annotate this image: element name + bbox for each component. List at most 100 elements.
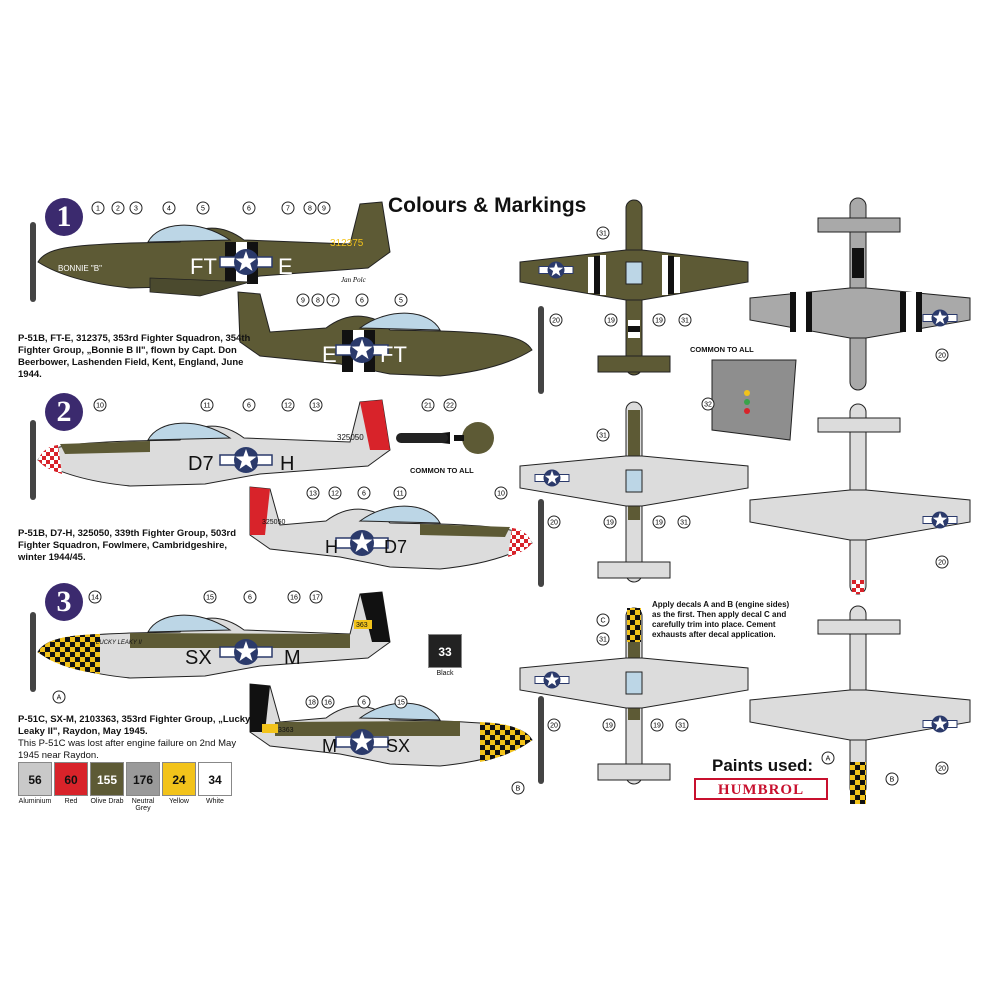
tail-detail xyxy=(711,359,797,441)
svg-text:11: 11 xyxy=(203,403,210,410)
svg-text:A: A xyxy=(826,756,831,763)
s2-opp-serial: 325050 xyxy=(262,519,285,526)
callouts-s1-opp: 9 8 7 6 5 xyxy=(296,293,408,307)
svg-text:32: 32 xyxy=(704,402,712,409)
scheme-3-description-extra: This P-51C was lost after engine failure… xyxy=(18,738,237,761)
callouts-s2-side: 10 11 6 12 13 xyxy=(93,398,323,412)
svg-text:1: 1 xyxy=(96,206,100,213)
scheme-2-side-profile: D7 H 325050 xyxy=(30,399,391,500)
swatch-label: Aluminium xyxy=(18,798,52,805)
svg-text:H: H xyxy=(280,453,294,475)
scheme-3-top-view xyxy=(519,607,749,785)
svg-text:6: 6 xyxy=(247,206,251,213)
swatch-red: 60 xyxy=(54,762,88,796)
scheme-2-top-view xyxy=(519,401,749,583)
scheme-2-under-view xyxy=(749,403,971,595)
svg-text:20: 20 xyxy=(550,723,558,730)
svg-text:C: C xyxy=(600,618,605,625)
svg-text:16: 16 xyxy=(324,700,332,707)
svg-text:LUCKY LEAKY II: LUCKY LEAKY II xyxy=(96,640,142,646)
svg-text:19: 19 xyxy=(655,318,663,325)
swatch-black: 33 xyxy=(428,634,462,668)
callouts-props: 21 22 xyxy=(421,398,457,412)
swatch-label: Neutral Grey xyxy=(131,798,155,812)
scheme-2-badge: 2 xyxy=(45,393,83,431)
svg-text:M: M xyxy=(284,647,301,669)
svg-text:12: 12 xyxy=(284,403,292,410)
decal-application-note: Apply decals A and B (engine sides) as t… xyxy=(652,600,790,639)
svg-text:10: 10 xyxy=(96,403,104,410)
s1-opp-code2: E xyxy=(322,342,337,367)
callouts-top-views: 31 20 19 19 31 31 20 19 19 31 C 31 20 19… xyxy=(52,226,949,795)
scheme-1-badge: 1 xyxy=(45,198,83,236)
swatch-label: Olive Drab xyxy=(90,798,124,805)
svg-text:20: 20 xyxy=(938,766,946,773)
svg-text:9: 9 xyxy=(322,206,326,213)
svg-text:19: 19 xyxy=(607,318,615,325)
svg-text:19: 19 xyxy=(655,520,663,527)
swatch-white: 34 xyxy=(198,762,232,796)
svg-text:16: 16 xyxy=(290,595,298,602)
page-title: Colours & Markings xyxy=(388,194,587,217)
swatch-label: White xyxy=(206,798,224,805)
svg-text:B: B xyxy=(516,786,521,793)
svg-text:19: 19 xyxy=(653,723,661,730)
svg-text:31: 31 xyxy=(599,637,607,644)
scheme-1-side-profile: FT E 312375 BONNIE "B" xyxy=(30,201,391,302)
signature: Jan Polc xyxy=(341,276,367,284)
svg-text:A: A xyxy=(57,695,62,702)
svg-text:18: 18 xyxy=(308,700,316,707)
svg-text:D7: D7 xyxy=(188,453,214,475)
s2-opp-code2: H xyxy=(325,537,338,557)
swatch-label: Red xyxy=(64,798,78,805)
svg-text:19: 19 xyxy=(606,520,614,527)
common-to-all-label-2: COMMON TO ALL xyxy=(410,466,474,475)
scheme-3-opposite-profile xyxy=(249,683,544,784)
scheme-1-under-view xyxy=(749,197,971,391)
svg-text:31: 31 xyxy=(681,318,689,325)
svg-text:4: 4 xyxy=(167,206,171,213)
swatch-yellow: 24 xyxy=(162,762,196,796)
svg-text:FT: FT xyxy=(190,254,217,279)
scheme-3-description: P-51C, SX-M, 2103363, 353rd Fighter Grou… xyxy=(18,714,251,737)
svg-text:312375: 312375 xyxy=(330,238,364,249)
swatch-neutral-grey: 176 xyxy=(126,762,160,796)
svg-text:8: 8 xyxy=(308,206,312,213)
callouts-s3-opp: 18 16 6 15 xyxy=(305,695,408,709)
svg-text:19: 19 xyxy=(605,723,613,730)
svg-text:E: E xyxy=(278,254,293,279)
swatch-aluminium: 56 xyxy=(18,762,52,796)
spinner-detail xyxy=(396,422,494,454)
callouts-s3-side: 14 15 6 16 17 xyxy=(88,590,323,604)
s2-opp-code: D7 xyxy=(384,537,407,557)
svg-text:5: 5 xyxy=(201,206,205,213)
svg-text:8: 8 xyxy=(316,298,320,305)
svg-text:21: 21 xyxy=(424,403,432,410)
scheme-1-top-view xyxy=(519,199,749,376)
svg-text:6: 6 xyxy=(360,298,364,305)
scheme-3-badge: 3 xyxy=(45,583,83,621)
svg-text:11: 11 xyxy=(396,491,403,498)
humbrol-logo: HUMBROL xyxy=(694,778,828,800)
scheme-3-side-profile: SX M 363 LUCKY LEAKY II xyxy=(30,591,391,692)
s3-opp-serial: 3363 xyxy=(278,727,294,734)
svg-text:B: B xyxy=(890,777,895,784)
svg-text:6: 6 xyxy=(248,595,252,602)
scheme-2-opposite-profile xyxy=(249,486,544,587)
svg-text:325050: 325050 xyxy=(337,433,364,442)
svg-text:6: 6 xyxy=(362,700,366,707)
svg-text:13: 13 xyxy=(312,403,320,410)
svg-text:SX: SX xyxy=(185,647,212,669)
s3-opp-code2: M xyxy=(322,736,337,756)
swatch-black-label: Black xyxy=(436,670,454,677)
svg-text:3: 3 xyxy=(134,206,138,213)
svg-text:17: 17 xyxy=(312,595,320,602)
svg-text:6: 6 xyxy=(362,491,366,498)
svg-text:31: 31 xyxy=(680,520,688,527)
swatch-olive-drab: 155 xyxy=(90,762,124,796)
svg-text:20: 20 xyxy=(938,560,946,567)
svg-text:22: 22 xyxy=(446,403,454,410)
svg-text:7: 7 xyxy=(331,298,335,305)
svg-text:15: 15 xyxy=(397,700,405,707)
common-to-all-label-1: COMMON TO ALL xyxy=(690,345,754,354)
